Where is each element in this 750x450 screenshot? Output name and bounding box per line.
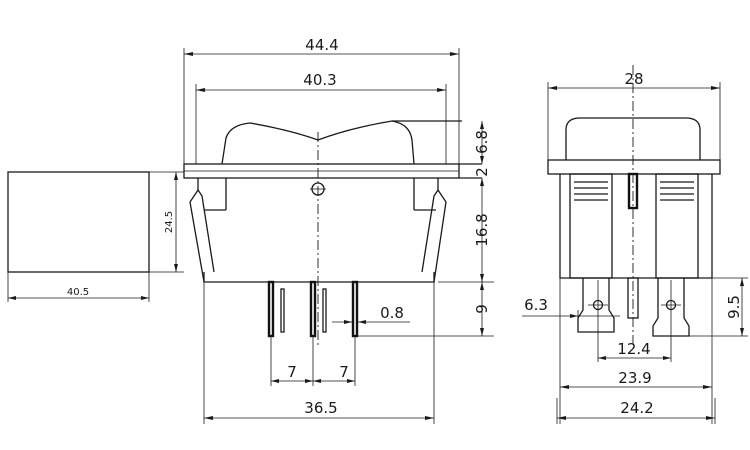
panel-cutout-outline: [7, 171, 150, 273]
left-clip: [197, 189, 215, 273]
dim-9-label: 9: [473, 304, 491, 314]
front-view: 44.4 40.3 6.8 2 16.8 9 0.8: [183, 36, 494, 424]
panel-cutout-width-label: 40.5: [67, 287, 89, 298]
terminal-pin: [351, 280, 359, 338]
terminal-group: [267, 280, 359, 338]
dim-0-8-label: 0.8: [380, 304, 404, 322]
panel-cutout-view: 24.5 40.5: [7, 171, 184, 302]
dim-2-label: 2: [473, 167, 491, 177]
dim-28-label: 28: [624, 70, 643, 88]
terminal-pin: [280, 288, 285, 333]
dim-44-4-label: 44.4: [305, 36, 338, 54]
dim-24-2-label: 24.2: [620, 399, 653, 417]
dim-40-3-label: 40.3: [303, 71, 336, 89]
side-rocker-cap: [565, 117, 701, 160]
dim-12-4-label: 12.4: [617, 340, 650, 358]
dim-16-8-label: 16.8: [473, 213, 491, 246]
dim-23-9-label: 23.9: [618, 369, 651, 387]
dim-pitch-left-label: 7: [287, 363, 297, 381]
terminal-pin: [309, 280, 317, 338]
right-clip: [421, 189, 439, 273]
dim-6-3-label: 6.3: [524, 296, 548, 314]
dim-9-5-label: 9.5: [725, 295, 743, 319]
side-view: 28 6.3 9.5 12.4 23.9 24.2: [522, 65, 748, 424]
switch-body: [189, 178, 447, 283]
terminal-pin: [267, 280, 275, 338]
side-flange: [547, 159, 721, 175]
terminal-pin: [322, 288, 327, 333]
panel-cutout-height-label: 24.5: [164, 211, 175, 233]
side-terminal-left: [577, 278, 615, 333]
dim-6-8-label: 6.8: [473, 130, 491, 154]
dim-36-5-label: 36.5: [304, 399, 337, 417]
dim-pitch-right-label: 7: [339, 363, 349, 381]
